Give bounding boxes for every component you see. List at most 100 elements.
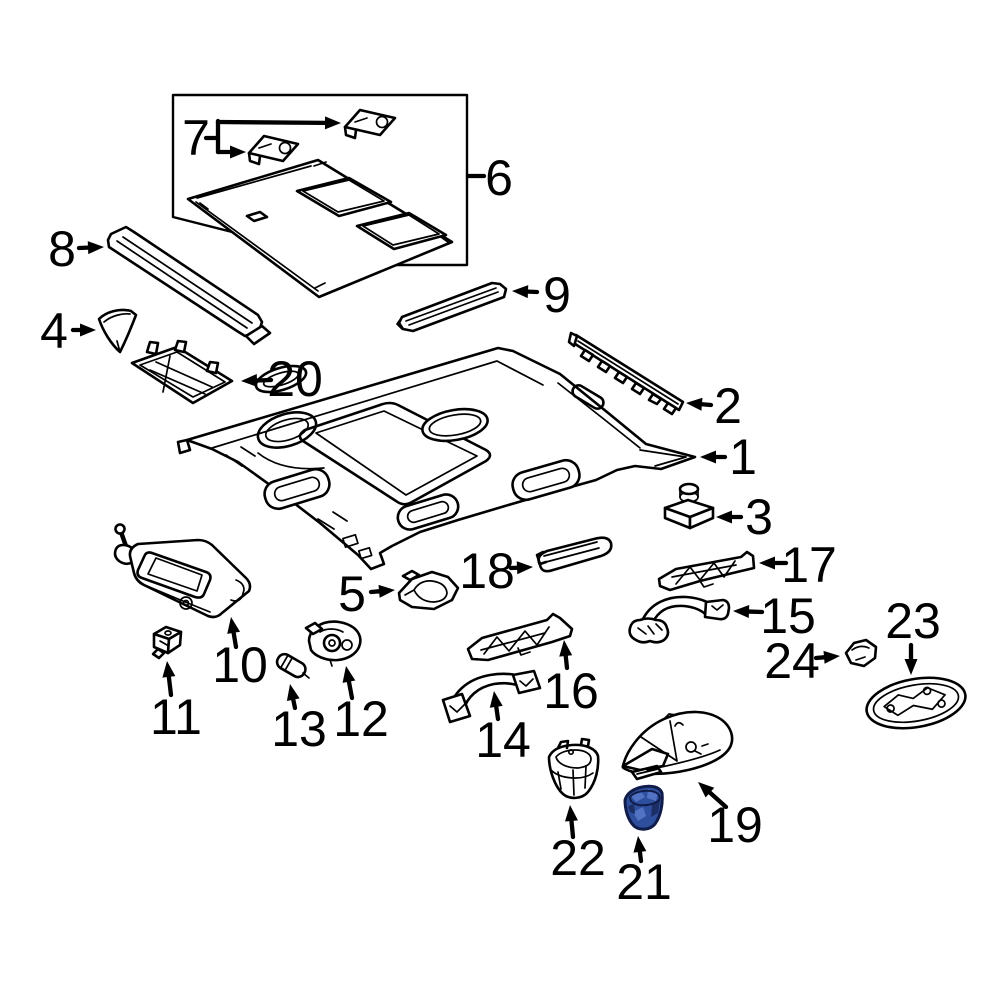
- part-number-text: 3: [745, 489, 773, 545]
- arrowhead-icon: [230, 145, 246, 159]
- arrow-shaft: [346, 679, 355, 701]
- part-number-text: 19: [707, 797, 763, 853]
- part-number-text: 8: [48, 221, 76, 277]
- arrow-shaft: [291, 697, 298, 711]
- part-8-drawing[interactable]: [106, 225, 272, 346]
- part-22-drawing[interactable]: [547, 737, 600, 800]
- arrow-shaft: [707, 790, 729, 810]
- arrow-shaft: [813, 655, 827, 661]
- part-12-drawing[interactable]: [304, 620, 362, 667]
- part-13-drawing[interactable]: [275, 652, 310, 680]
- part-number-text: 13: [271, 701, 327, 757]
- part-label-11[interactable]: 11: [150, 661, 202, 745]
- part-label-21[interactable]: 21: [616, 836, 672, 910]
- part-label-9[interactable]: 9: [512, 267, 571, 323]
- part-label-14[interactable]: 14: [475, 691, 531, 768]
- part-label-23[interactable]: 23: [885, 593, 941, 675]
- arrowhead-icon: [686, 397, 703, 411]
- part-14-drawing[interactable]: [441, 669, 542, 724]
- arrow-shaft: [368, 589, 382, 595]
- part-24-drawing[interactable]: [844, 638, 878, 668]
- arrowhead-icon: [565, 805, 578, 822]
- part-number-text: 21: [616, 854, 672, 910]
- arrowhead-icon: [904, 659, 918, 675]
- part-label-6[interactable]: 6: [465, 150, 513, 206]
- part-11-drawing[interactable]: [151, 625, 183, 660]
- part-label-4[interactable]: 4: [40, 303, 96, 359]
- part-label-19[interactable]: 19: [698, 782, 763, 853]
- part-16-drawing[interactable]: [466, 612, 574, 662]
- part-label-18[interactable]: 18: [459, 543, 533, 599]
- part-number-text: 24: [764, 633, 820, 689]
- arrow-shaft: [166, 674, 174, 698]
- part-number-text: 5: [338, 566, 366, 622]
- arrowhead-icon: [759, 556, 775, 570]
- arrowhead-icon: [378, 584, 395, 598]
- part-9-drawing[interactable]: [396, 281, 508, 333]
- arrowhead-icon: [342, 666, 356, 683]
- part-label-15[interactable]: 15: [733, 588, 816, 644]
- part-label-7[interactable]: 7: [182, 110, 341, 166]
- part-5-drawing[interactable]: [397, 569, 460, 611]
- part-2-drawing[interactable]: [567, 331, 685, 416]
- part-label-13[interactable]: 13: [271, 684, 327, 757]
- arrowhead-icon: [324, 116, 341, 130]
- part-10-drawing[interactable]: [113, 523, 252, 619]
- part-number-text: 22: [550, 830, 606, 886]
- part-label-16[interactable]: 16: [543, 640, 599, 719]
- part-number-text: 16: [543, 663, 599, 719]
- part-number-text: 6: [485, 150, 513, 206]
- part-label-17[interactable]: 17: [759, 537, 837, 593]
- part-number-text: 17: [781, 537, 837, 593]
- part-number-text: 11: [150, 689, 202, 745]
- arrowhead-icon: [559, 640, 573, 657]
- arrow-shaft: [563, 653, 570, 671]
- part-18-drawing[interactable]: [535, 536, 613, 573]
- part-label-24[interactable]: 24: [764, 633, 840, 689]
- part-number-text: 14: [475, 712, 531, 768]
- part-number-text: 23: [885, 593, 941, 649]
- arrowhead-icon: [512, 285, 529, 299]
- part-number-text: 18: [459, 543, 515, 599]
- part-15-drawing[interactable]: [628, 595, 731, 644]
- arrow-shaft: [569, 818, 576, 840]
- part-label-22[interactable]: 22: [550, 805, 606, 886]
- part-number-text: 10: [212, 637, 268, 693]
- part-23-drawing[interactable]: [863, 671, 970, 736]
- arrowhead-icon: [227, 617, 241, 634]
- part-7-drawing[interactable]: [247, 108, 397, 166]
- part-number-text: 7: [182, 110, 210, 166]
- arrowhead-icon: [700, 450, 716, 464]
- part-6-drawing[interactable]: [186, 158, 454, 299]
- arrow-shaft: [231, 630, 239, 650]
- part-number-text: 9: [543, 267, 571, 323]
- arrowhead-icon: [716, 510, 732, 524]
- part-21-drawing-highlighted[interactable]: [623, 784, 664, 831]
- arrowhead-icon: [80, 323, 96, 337]
- arrow-shaft: [699, 402, 714, 408]
- part-19-drawing[interactable]: [621, 710, 734, 781]
- arrowhead-icon: [516, 561, 533, 575]
- arrowhead-icon: [241, 373, 258, 387]
- arrow-shaft: [494, 704, 501, 722]
- arrow-shaft: [215, 119, 328, 126]
- part-label-12[interactable]: 12: [333, 666, 389, 747]
- part-17-drawing[interactable]: [657, 550, 756, 592]
- part-label-10[interactable]: 10: [212, 617, 268, 693]
- part-label-8[interactable]: 8: [48, 221, 104, 277]
- arrow-shaft: [637, 849, 644, 864]
- part-20-drawing[interactable]: [130, 339, 234, 405]
- part-label-2[interactable]: 2: [686, 378, 742, 434]
- part-label-20[interactable]: 20: [241, 351, 323, 407]
- arrowhead-icon: [162, 661, 176, 678]
- part-number-text: 2: [714, 378, 742, 434]
- part-label-1[interactable]: 1: [700, 429, 757, 485]
- arrowhead-icon: [489, 691, 503, 708]
- part-3-drawing[interactable]: [663, 482, 715, 530]
- part-label-5[interactable]: 5: [338, 566, 395, 622]
- part-number-text: 20: [267, 351, 323, 407]
- part-1-drawing[interactable]: [176, 346, 697, 571]
- part-label-3[interactable]: 3: [716, 489, 773, 545]
- part-4-drawing[interactable]: [97, 308, 138, 354]
